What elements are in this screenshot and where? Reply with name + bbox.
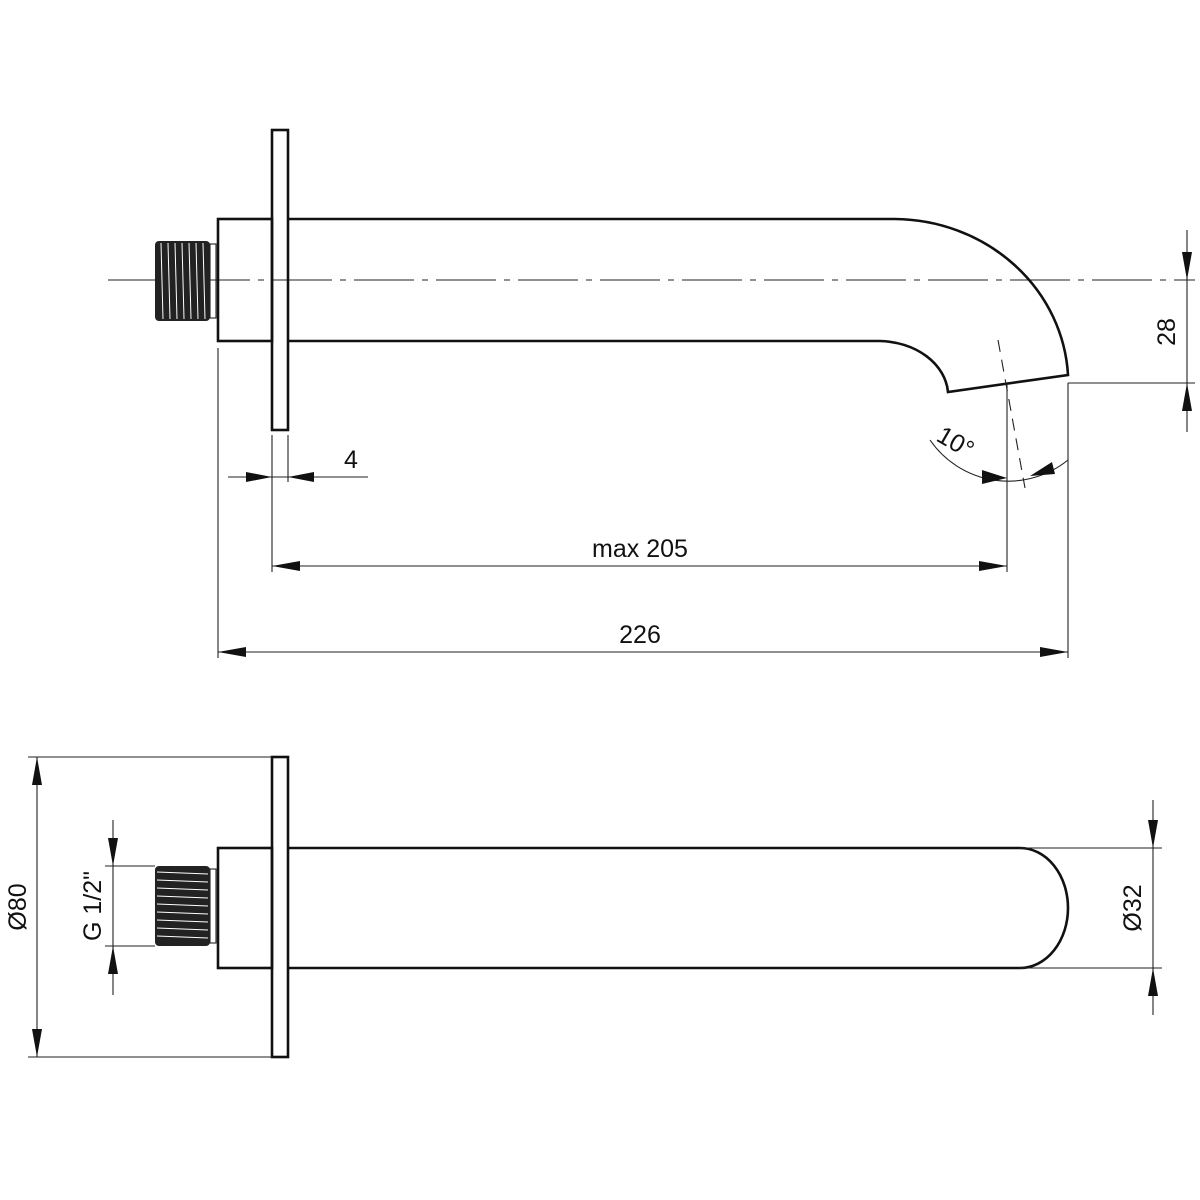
- thread: [155, 866, 217, 946]
- body: [216, 846, 274, 970]
- spout-pipe: [288, 846, 1070, 970]
- dim-d32-label: Ø32: [1119, 884, 1147, 931]
- dim-28-label: 28: [1153, 318, 1181, 346]
- spout-pipe: [288, 217, 1070, 394]
- dim-d80-label: Ø80: [4, 883, 32, 930]
- flange: [270, 755, 290, 1059]
- body: [216, 217, 274, 343]
- dim-max205-label: max 205: [592, 535, 688, 563]
- dim-4-label: 4: [344, 446, 358, 474]
- thread: [155, 241, 217, 321]
- side-view: 28 10° 4 max 205 226: [108, 128, 1195, 658]
- dim-thread-label: G 1/2": [79, 871, 107, 941]
- top-view: Ø80 G 1/2" Ø32: [4, 755, 1162, 1059]
- dim-226-label: 226: [619, 621, 661, 649]
- angle-label: 10°: [932, 421, 979, 464]
